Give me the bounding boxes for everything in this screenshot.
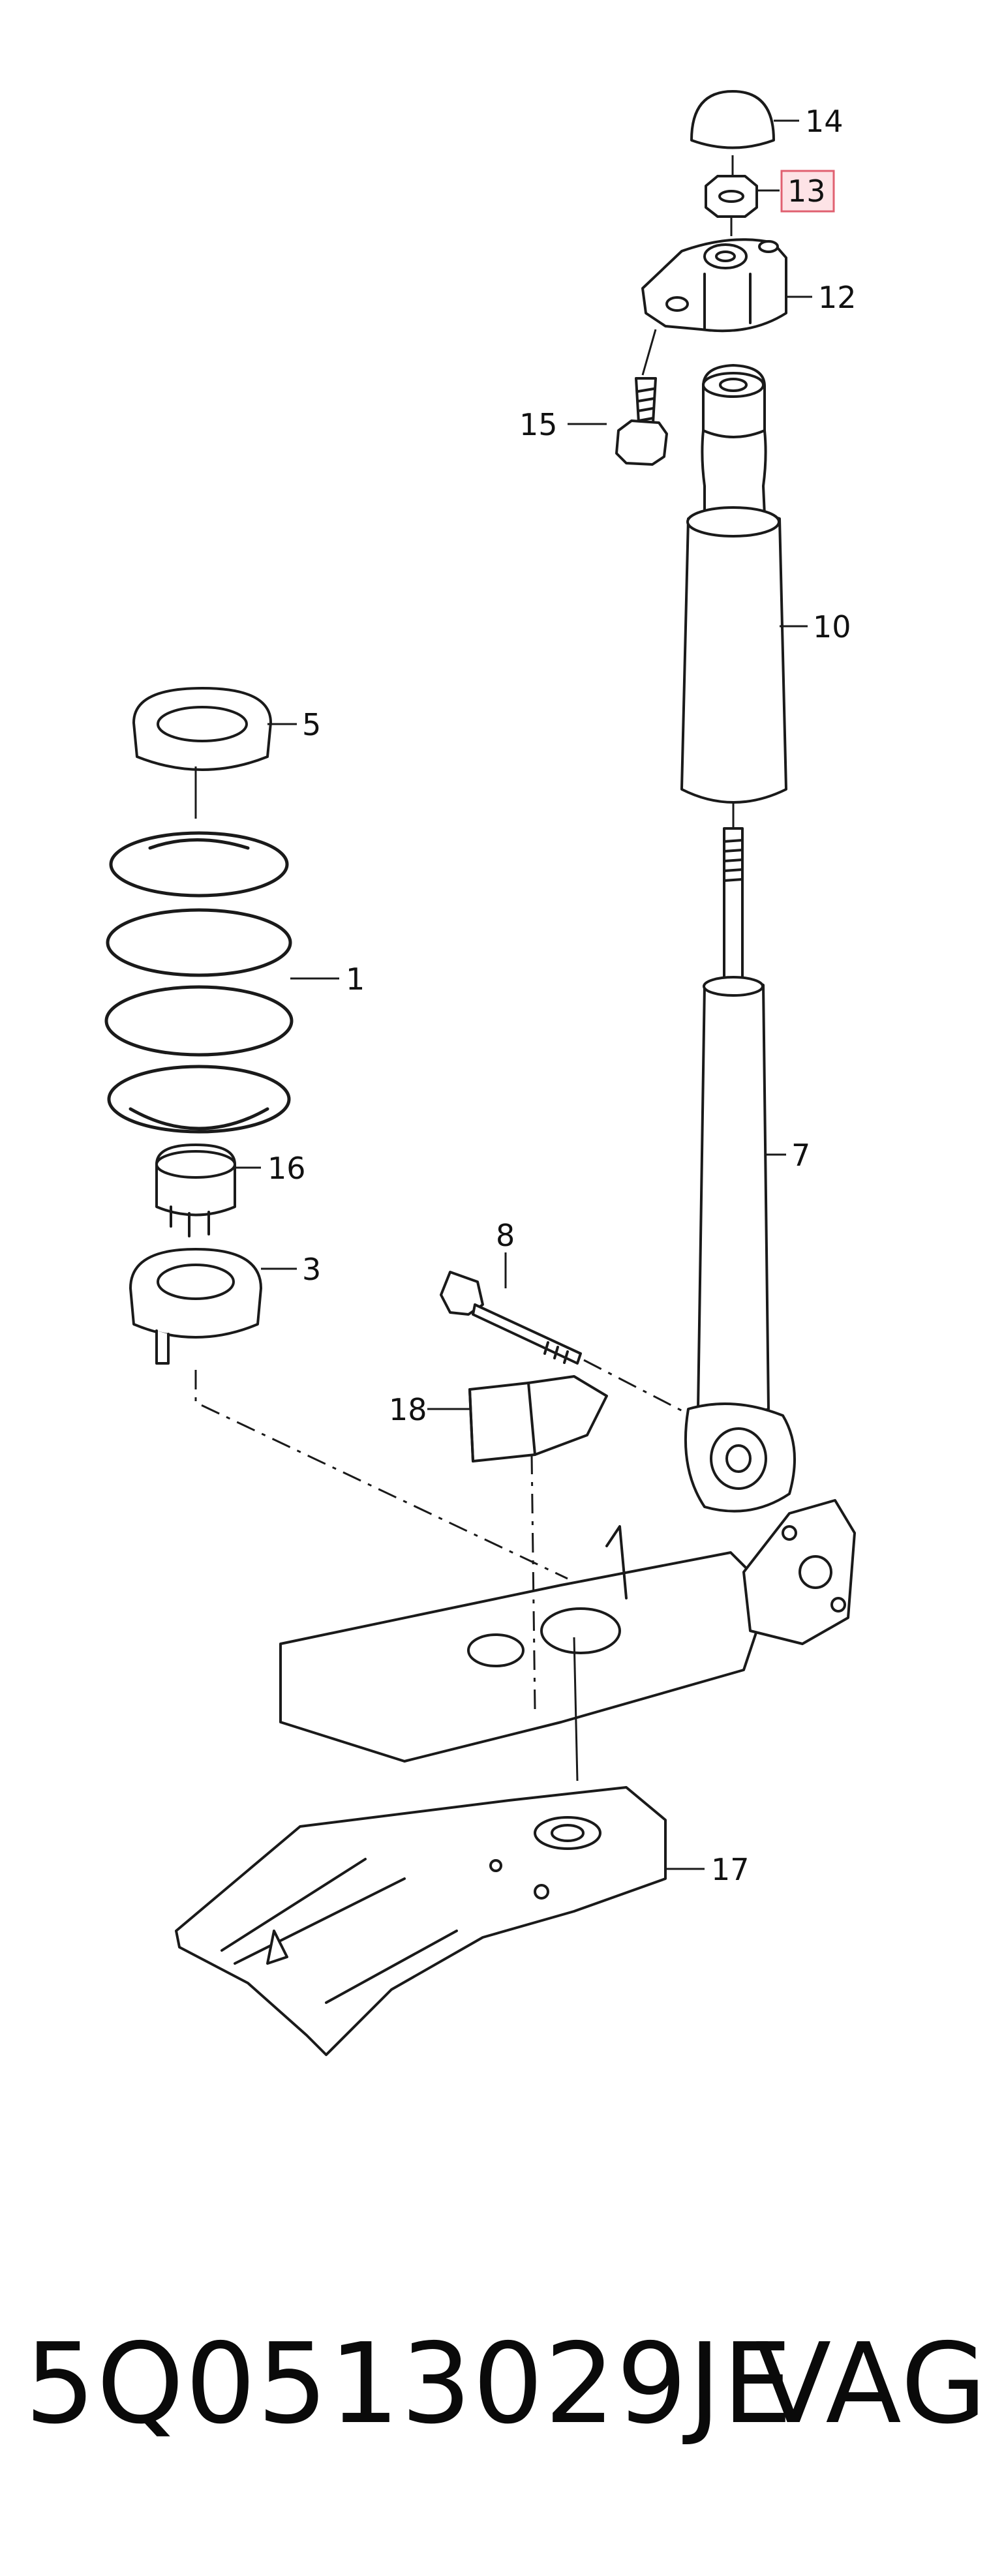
exploded-parts-diagram: 14 13 12 15 10 5 1 16 3 8 7 18 17 (104, 90, 857, 2056)
callout-14: 14 (805, 104, 844, 139)
callout-8: 8 (496, 1218, 515, 1253)
top-mount-part (641, 238, 787, 333)
coil-spring-part (104, 831, 294, 1134)
shock-absorber-part (684, 827, 796, 1513)
callout-17: 17 (711, 1852, 750, 1887)
axle-beam-part (279, 1499, 856, 1763)
bolt-part-15 (615, 377, 668, 466)
spring-bushing-part (155, 1144, 236, 1237)
callout-10: 10 (813, 609, 851, 644)
callout-1: 1 (346, 962, 365, 997)
nut-part (705, 175, 758, 218)
callout-18: 18 (389, 1392, 427, 1427)
guide-line (573, 1637, 579, 1781)
callout-15: 15 (519, 407, 558, 442)
part-number-label: 5Q0513029JE (25, 2320, 794, 2449)
callout-7: 7 (791, 1138, 810, 1173)
brand-label: VAG (755, 2320, 988, 2449)
bolt-part-8 (440, 1271, 582, 1365)
callout-16: 16 (267, 1151, 306, 1186)
callout-3: 3 (302, 1252, 321, 1287)
guide-line (641, 329, 657, 376)
bracket-part (468, 1375, 608, 1462)
upper-spring-seat-part (132, 687, 272, 771)
lower-spring-seat-part (129, 1248, 262, 1365)
dust-cap-part (690, 90, 775, 149)
guide-line (583, 1359, 686, 1414)
callout-13: 13 (787, 174, 826, 209)
callout-13-highlight (780, 170, 835, 213)
underbody-shield-part (175, 1786, 667, 2056)
caption-bar: 5Q0513029JE VAG (0, 2296, 989, 2492)
guide-line (530, 1454, 536, 1710)
callout-12: 12 (818, 280, 857, 315)
dust-boot-part (680, 364, 787, 804)
guide-line (194, 1370, 568, 1580)
callout-5: 5 (302, 707, 321, 742)
